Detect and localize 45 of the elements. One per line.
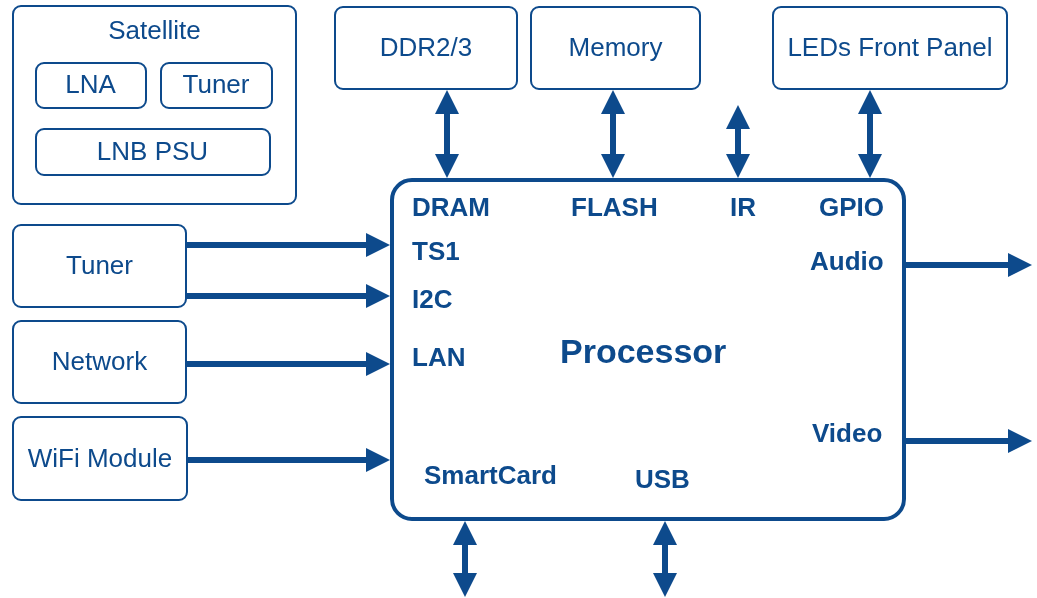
arrow xyxy=(187,284,390,308)
block-label: Memory xyxy=(568,34,663,62)
block-label: LEDs Front Panel xyxy=(787,34,993,62)
port-label: LAN xyxy=(412,342,466,373)
block-label: LNB PSU xyxy=(96,137,209,166)
block-box xyxy=(12,416,188,501)
block-box xyxy=(772,6,1008,90)
arrow xyxy=(653,521,677,597)
block-label: Tuner xyxy=(66,252,133,280)
arrow xyxy=(906,253,1032,277)
processor-title: Processor xyxy=(560,332,727,371)
port-label: GPIO xyxy=(819,192,884,223)
block-label: Tuner xyxy=(182,71,250,99)
port-label: TS1 xyxy=(412,236,460,267)
port-label: Video xyxy=(812,418,883,449)
block-label: DDR2/3 xyxy=(379,34,473,62)
block-label: WiFi Module xyxy=(27,444,173,473)
port-label: Audio xyxy=(810,246,884,277)
arrow xyxy=(453,521,477,597)
arrow xyxy=(435,90,459,178)
block-box xyxy=(12,320,187,404)
port-label: I2C xyxy=(412,284,453,315)
port-label: IR xyxy=(730,192,756,223)
port-label: DRAM xyxy=(412,192,490,223)
arrow xyxy=(601,90,625,178)
block-label: Network xyxy=(51,348,148,376)
arrow xyxy=(858,90,882,178)
block-box xyxy=(34,127,271,176)
port-label: FLASH xyxy=(571,192,658,223)
arrow xyxy=(906,429,1032,453)
arrow xyxy=(187,352,390,376)
block-box xyxy=(12,224,187,308)
block-label: LNA xyxy=(65,71,116,99)
port-label: USB xyxy=(635,464,690,495)
group-box xyxy=(12,5,297,205)
block-box xyxy=(34,61,147,109)
arrow xyxy=(726,105,750,178)
block-box xyxy=(530,6,701,90)
arrow xyxy=(187,233,390,257)
processor-box xyxy=(390,178,906,521)
arrow xyxy=(188,448,390,472)
port-label: SmartCard xyxy=(424,460,557,491)
block-box xyxy=(334,6,518,90)
group-title: Satellite xyxy=(108,17,201,45)
block-box xyxy=(159,61,273,109)
